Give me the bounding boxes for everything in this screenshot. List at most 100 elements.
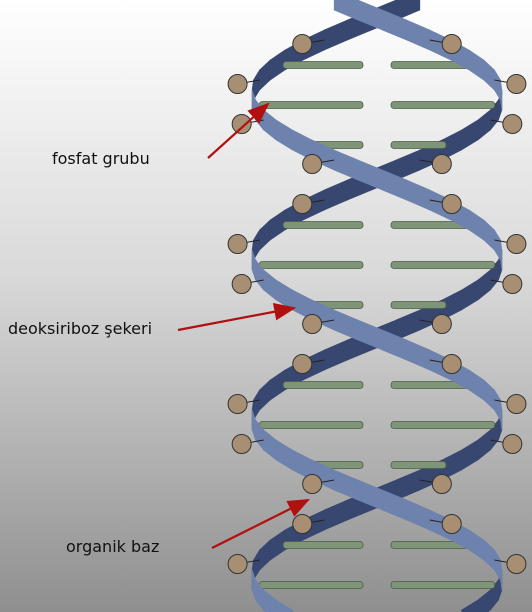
base-rod (391, 142, 446, 149)
strand-ribbon-segment (260, 220, 271, 250)
base-rod (283, 542, 363, 549)
phosphate-ball (232, 115, 251, 134)
strand-ribbon-segment (469, 210, 484, 240)
phosphate-ball (293, 195, 312, 214)
strand-ribbon-segment (324, 340, 347, 370)
base-rod (391, 422, 495, 429)
phosphate-ball (507, 235, 526, 254)
base-rod (259, 262, 363, 269)
strand-ribbon-segment (469, 530, 484, 560)
strand-ribbon-segment (462, 120, 478, 150)
strand-ribbon-segment (407, 500, 430, 530)
phosphate-group-label: fosfat grubu (52, 149, 150, 168)
base-rod (391, 462, 446, 469)
strand-ribbon-segment (484, 540, 495, 570)
base-rod (283, 222, 363, 229)
strand-ribbon-segment (469, 370, 484, 400)
strand-ribbon-segment (260, 60, 271, 90)
strand-ribbon-segment (276, 120, 292, 150)
phosphate-ball (293, 35, 312, 54)
strand-ribbon-segment (396, 470, 420, 500)
strand-ribbon-segment (407, 20, 430, 50)
strand-ribbon-segment (494, 390, 500, 420)
base-rod (391, 102, 495, 109)
base-rod (283, 382, 363, 389)
strand-ribbon-segment (462, 440, 478, 470)
strand-ribbon-segment (396, 310, 420, 340)
phosphate-ball (442, 195, 461, 214)
strand-ribbon-segment (478, 590, 490, 612)
strand-ribbon-segment (484, 220, 495, 250)
strand-ribbon-segment (334, 310, 358, 340)
strand-ribbon-segment (407, 340, 430, 370)
strand-ribbon-segment (260, 380, 271, 410)
phosphate-ball (232, 435, 251, 454)
base-rod (283, 62, 363, 69)
strand-ribbon-segment (264, 270, 276, 300)
phosphate-ball (503, 275, 522, 294)
phosphate-ball (432, 475, 451, 494)
strand-ribbon-segment (276, 440, 292, 470)
strand-ribbon-segment (324, 180, 347, 210)
phosphate-ball (507, 555, 526, 574)
strand-ribbon-segment (462, 280, 478, 310)
strand-ribbon-segment (324, 500, 347, 530)
base-rod (259, 582, 363, 589)
phosphate-ball (507, 75, 526, 94)
phosphate-ball (228, 555, 247, 574)
organic-base-label: organik baz (66, 537, 159, 556)
phosphate-ball (293, 515, 312, 534)
strand-ribbon-segment (484, 60, 495, 90)
phosphate-ball (432, 315, 451, 334)
strand-ribbon-segment (334, 0, 358, 20)
strand-ribbon-segment (469, 50, 484, 80)
base-rod (391, 582, 495, 589)
strand-ribbon-segment (276, 600, 292, 612)
strand-ribbon-segment (494, 550, 500, 580)
phosphate-ball (228, 395, 247, 414)
strand-ribbon-segment (264, 430, 276, 460)
phosphate-ball (503, 115, 522, 134)
strand-ribbon-segment (334, 470, 358, 500)
strand-ribbon-segment (484, 380, 495, 410)
strand-ribbon-segment (494, 70, 500, 100)
strand-ribbon-segment (260, 540, 271, 570)
strand-ribbon-segment (264, 590, 276, 612)
sugar-pointer-arrow (178, 308, 294, 330)
base-rod (391, 262, 495, 269)
strand-ribbon-segment (462, 600, 478, 612)
phosphate-ball (228, 235, 247, 254)
strand-ribbon-segment (494, 230, 500, 260)
phosphate-pointer-arrow (208, 104, 268, 158)
base-rod (391, 302, 446, 309)
phosphate-ball (432, 155, 451, 174)
strand-ribbon-segment (253, 550, 259, 580)
phosphate-ball (228, 75, 247, 94)
phosphate-ball (232, 275, 251, 294)
base-rod (259, 422, 363, 429)
base-rod (259, 102, 363, 109)
strand-ribbon-segment (478, 110, 490, 140)
strand-ribbon-segment (276, 280, 292, 310)
phosphate-ball (442, 35, 461, 54)
phosphate-ball (507, 395, 526, 414)
phosphate-ball (293, 355, 312, 374)
strand-ribbon-segment (264, 110, 276, 140)
phosphate-ball (303, 475, 322, 494)
phosphate-ball (442, 515, 461, 534)
deoxyribose-sugar-label: deoksiriboz şekeri (8, 319, 152, 338)
strand-ribbon-segment (407, 180, 430, 210)
phosphate-ball (303, 155, 322, 174)
phosphate-ball (442, 355, 461, 374)
strand-ribbon-segment (478, 270, 490, 300)
strand-ribbon-segment (478, 430, 490, 460)
phosphate-ball (303, 315, 322, 334)
strand-ribbon-segment (324, 20, 347, 50)
phosphate-ball (503, 435, 522, 454)
strand-ribbon-segment (253, 230, 259, 260)
strand-ribbon-segment (334, 150, 358, 180)
strand-ribbon-segment (396, 150, 420, 180)
strand-ribbon-segment (253, 390, 259, 420)
strand-ribbon-segment (253, 70, 259, 100)
